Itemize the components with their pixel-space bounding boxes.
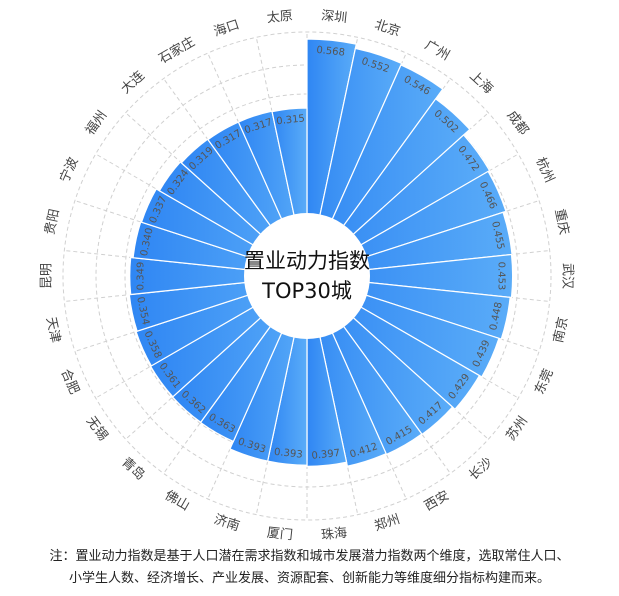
category-label: 昆明 (40, 263, 55, 289)
chart-title-line1: 置业动力指数 (244, 249, 370, 273)
category-label: 海口 (212, 18, 241, 40)
bar-武汉 (306, 253, 514, 299)
category-label: 杭州 (532, 155, 556, 185)
category-label: 太原 (266, 9, 293, 27)
category-label: 郑州 (373, 512, 402, 534)
value-label: 0.349 (136, 262, 147, 291)
chart-title-line2: TOP30城 (262, 279, 352, 303)
bar-昆明 (129, 256, 308, 296)
category-label: 佛山 (162, 488, 192, 514)
value-label: 0.397 (311, 448, 341, 462)
category-label: 深圳 (320, 9, 347, 27)
category-label: 长沙 (466, 455, 495, 484)
value-label: 0.568 (316, 45, 346, 59)
category-label: 无锡 (83, 414, 110, 444)
category-label: 西安 (422, 488, 452, 514)
category-label: 大连 (118, 68, 148, 97)
footnote-line1: 注：置业动力指数是基于人口潜在需求指数和城市发展潜力指数两个维度，选取常住人口、 (49, 549, 570, 564)
category-label: 厦门 (266, 526, 293, 544)
value-label: 0.453 (496, 262, 507, 291)
category-label: 武汉 (560, 263, 575, 289)
chart-title: 置业动力指数 TOP30城 (207, 246, 407, 306)
grid-ring (62, 31, 552, 521)
category-label: 北京 (373, 18, 402, 40)
category-label: 南京 (550, 316, 571, 345)
category-label: 福州 (83, 108, 110, 138)
category-label: 天津 (43, 316, 63, 345)
value-label: 0.393 (273, 447, 303, 461)
center-hole (244, 213, 370, 339)
category-label: 宁波 (56, 155, 81, 185)
category-label: 青岛 (118, 454, 148, 483)
footnote-line2: 小学生人数、经济增长、产业发展、资源配套、创新能力等维度细分指标构建而来。 (68, 571, 550, 586)
category-label: 济南 (212, 511, 242, 534)
category-label: 东莞 (532, 367, 556, 397)
category-label: 苏州 (503, 413, 531, 443)
category-label: 珠海 (320, 526, 347, 544)
category-label: 广州 (422, 38, 452, 64)
category-label: 上海 (466, 69, 495, 98)
value-label: 0.315 (276, 113, 306, 127)
category-label: 石家庄 (156, 34, 198, 67)
polar-bar-chart: 0.5680.5520.5460.5020.4720.4660.4550.453… (40, 9, 575, 544)
category-label: 重庆 (551, 207, 572, 236)
center-circle (244, 213, 370, 339)
category-label: 成都 (504, 108, 531, 138)
footnote: 注：置业动力指数是基于人口潜在需求指数和城市发展潜力指数两个维度，选取常住人口、… (0, 546, 619, 590)
category-label: 合肥 (57, 367, 81, 397)
category-label: 贵阳 (43, 208, 63, 237)
